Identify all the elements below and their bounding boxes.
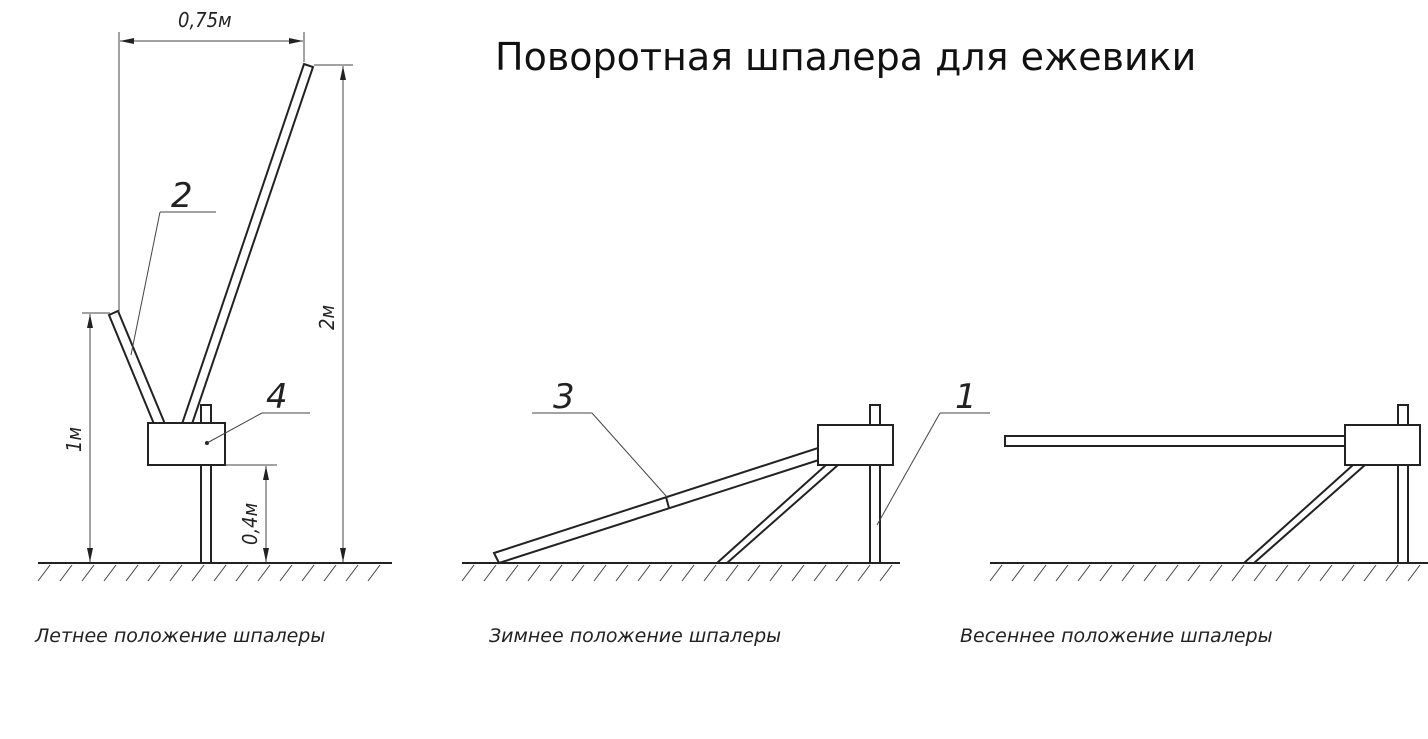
ground-hatch [1165,564,1179,582]
ground-hatch [125,564,139,582]
ground-hatch [725,564,739,582]
pivot-block [147,422,226,466]
ground-hatch [571,564,585,582]
callout-3-label: 3 [553,377,575,417]
long-arm [180,62,315,425]
ground-hatch [279,564,293,582]
brace [1241,464,1368,564]
ground-hatch [81,564,95,582]
caption-summer: Летнее положение шпалеры [34,625,325,647]
pivot-block [1344,424,1421,466]
dimension-total-height: 2м [314,64,353,562]
ground-hatch [1055,564,1069,582]
pivot-block [817,424,894,466]
dimension-arm-height-label: 1м [62,427,86,452]
ground-hatch [147,564,161,582]
callout-2: 2 [130,176,216,356]
ground-hatch [323,564,337,582]
ground-hatch [1253,564,1267,582]
callout-3: 3 [532,377,668,498]
summer-position-panel: 0,75м 2м 1м 0,4м 2 4 [34,8,392,647]
ground-hatch [1275,564,1289,582]
ground-hatch [103,564,117,582]
ground-hatch [235,564,249,582]
ground-hatch [1011,564,1025,582]
ground-hatch [1297,564,1311,582]
post [200,404,212,564]
ground-summer [37,562,392,582]
callout-1: 1 [876,377,990,526]
ground-hatch [191,564,205,582]
post [1397,404,1409,564]
ground-hatch [549,564,563,582]
ground-hatch [367,564,381,582]
ground-hatch [59,564,73,582]
dimension-total-height-label: 2м [315,305,339,330]
ground-hatch [527,564,541,582]
callout-1-label: 1 [955,377,977,417]
dimension-block-height-label: 0,4м [238,503,262,545]
ground-hatch [615,564,629,582]
ground-hatch [37,564,51,582]
ground-hatch [1187,564,1201,582]
winter-position-panel: 3 1 Зимнее положение шпалеры [461,377,990,647]
ground-hatch [1209,564,1223,582]
ground-hatch [169,564,183,582]
diagram-title: Поворотная шпалера для ежевики [495,35,1196,79]
dimension-width: 0,75м [118,8,305,312]
ground-hatch [1319,564,1333,582]
dimension-block-height: 0,4м [226,464,277,562]
ground-hatch [1385,564,1399,582]
ground-hatch [879,564,893,582]
ground-hatch [593,564,607,582]
ground-winter [461,562,900,582]
ground-hatch [1099,564,1113,582]
ground-hatch [1231,564,1245,582]
spring-position-panel: Весеннее положение шпалеры [960,404,1428,647]
ground-hatch [301,564,315,582]
ground-hatch [1121,564,1135,582]
ground-hatch [703,564,717,582]
dimension-arm-height: 1м [62,312,110,562]
long-arm [492,446,824,565]
ground-hatch [1077,564,1091,582]
ground-hatch [1363,564,1377,582]
ground-hatch [1143,564,1157,582]
ground-hatch [1407,564,1421,582]
ground-hatch [747,564,761,582]
post [869,404,881,564]
callout-2-label: 2 [171,176,193,216]
short-arm [107,309,167,425]
ground-spring [989,562,1428,582]
ground-hatch [345,564,359,582]
dimension-width-label: 0,75м [178,8,232,32]
ground-hatch [637,564,651,582]
ground-hatch [257,564,271,582]
ground-hatch [813,564,827,582]
ground-hatch [769,564,783,582]
callout-4-label: 4 [266,377,288,417]
ground-hatch [483,564,497,582]
callout-4: 4 [206,377,310,444]
ground-hatch [461,564,475,582]
ground-hatch [857,564,871,582]
ground-hatch [659,564,673,582]
ground-hatch [505,564,519,582]
ground-hatch [681,564,695,582]
ground-hatch [213,564,227,582]
ground-hatch [835,564,849,582]
ground-hatch [791,564,805,582]
caption-spring: Весеннее положение шпалеры [960,625,1273,647]
ground-hatch [1033,564,1047,582]
ground-hatch [1341,564,1355,582]
long-arm [1004,435,1348,447]
ground-hatch [989,564,1003,582]
caption-winter: Зимнее положение шпалеры [489,625,781,647]
